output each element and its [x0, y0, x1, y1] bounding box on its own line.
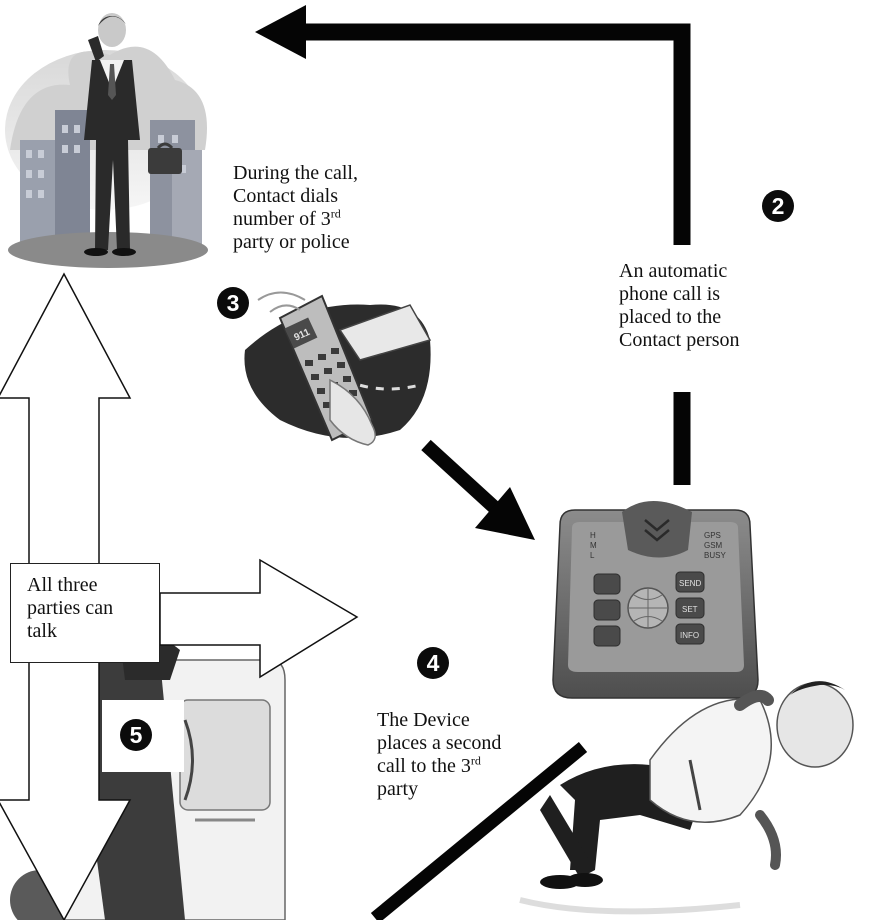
device-led-h: H: [590, 531, 596, 540]
businessman-illustration: [5, 13, 208, 268]
label-line-text: call to the 3: [377, 755, 471, 777]
step-badge-5: 5: [120, 719, 152, 751]
device-set-button[interactable]: [675, 597, 705, 619]
label-line: talk: [27, 620, 57, 642]
label-line-text: number of 3: [233, 208, 331, 230]
line-device-to-third-party: [370, 741, 588, 920]
device-call-button-3[interactable]: [593, 625, 621, 647]
device-led-m: M: [590, 541, 597, 550]
device-set-label: SET: [682, 605, 698, 614]
label-second-call: The Device places a second call to the 3…: [377, 709, 501, 801]
device-send-label: SEND: [679, 579, 701, 588]
step-badge-4: 4: [417, 647, 449, 679]
label-line: placed to the: [619, 306, 722, 328]
device-call-button-2[interactable]: [593, 599, 621, 621]
device-call-button-1[interactable]: [593, 573, 621, 595]
label-line: During the call,: [233, 162, 358, 184]
label-line: party: [377, 778, 419, 800]
device-led-gps: GPS: [704, 531, 721, 540]
label-line: An automatic: [619, 260, 728, 282]
label-line: parties can: [27, 597, 114, 619]
label-line: phone call is: [619, 283, 721, 305]
outline-arrow-right: [159, 558, 359, 679]
label-line: All three: [27, 574, 98, 596]
device-info-button[interactable]: [675, 623, 705, 645]
device-led-gsm: GSM: [704, 541, 723, 550]
label-line: Contact person: [619, 329, 740, 351]
tracking-device-illustration: H M L GPS GSM BUSY SEND SET INFO: [552, 501, 759, 699]
label-line: number of 3rd: [233, 206, 358, 231]
label-superscript: rd: [330, 206, 341, 221]
step-badge-2: 2: [762, 190, 794, 222]
label-auto-call: An automatic phone call is placed to the…: [619, 260, 740, 352]
arrow-phone-to-device: [421, 439, 535, 540]
label-line: The Device: [377, 709, 470, 731]
device-info-label: INFO: [680, 631, 699, 640]
device-led-l: L: [590, 551, 595, 560]
device-send-button[interactable]: [675, 571, 705, 593]
falling-man-illustration: [519, 681, 854, 915]
label-line: call to the 3rd: [377, 753, 501, 778]
device-led-busy: BUSY: [704, 551, 726, 560]
step-badge-3: 3: [217, 287, 249, 319]
label-line: places a second: [377, 732, 502, 754]
label-superscript: rd: [470, 753, 481, 768]
label-line: party or police: [233, 231, 350, 253]
phone-hand-illustration: 911: [244, 291, 432, 446]
label-contact-dials: During the call, Contact dials number of…: [233, 162, 358, 254]
arrow-device-to-contact: [255, 5, 691, 485]
label-line: Contact dials: [233, 185, 338, 207]
label-all-three-box: All three parties can talk: [10, 563, 160, 663]
